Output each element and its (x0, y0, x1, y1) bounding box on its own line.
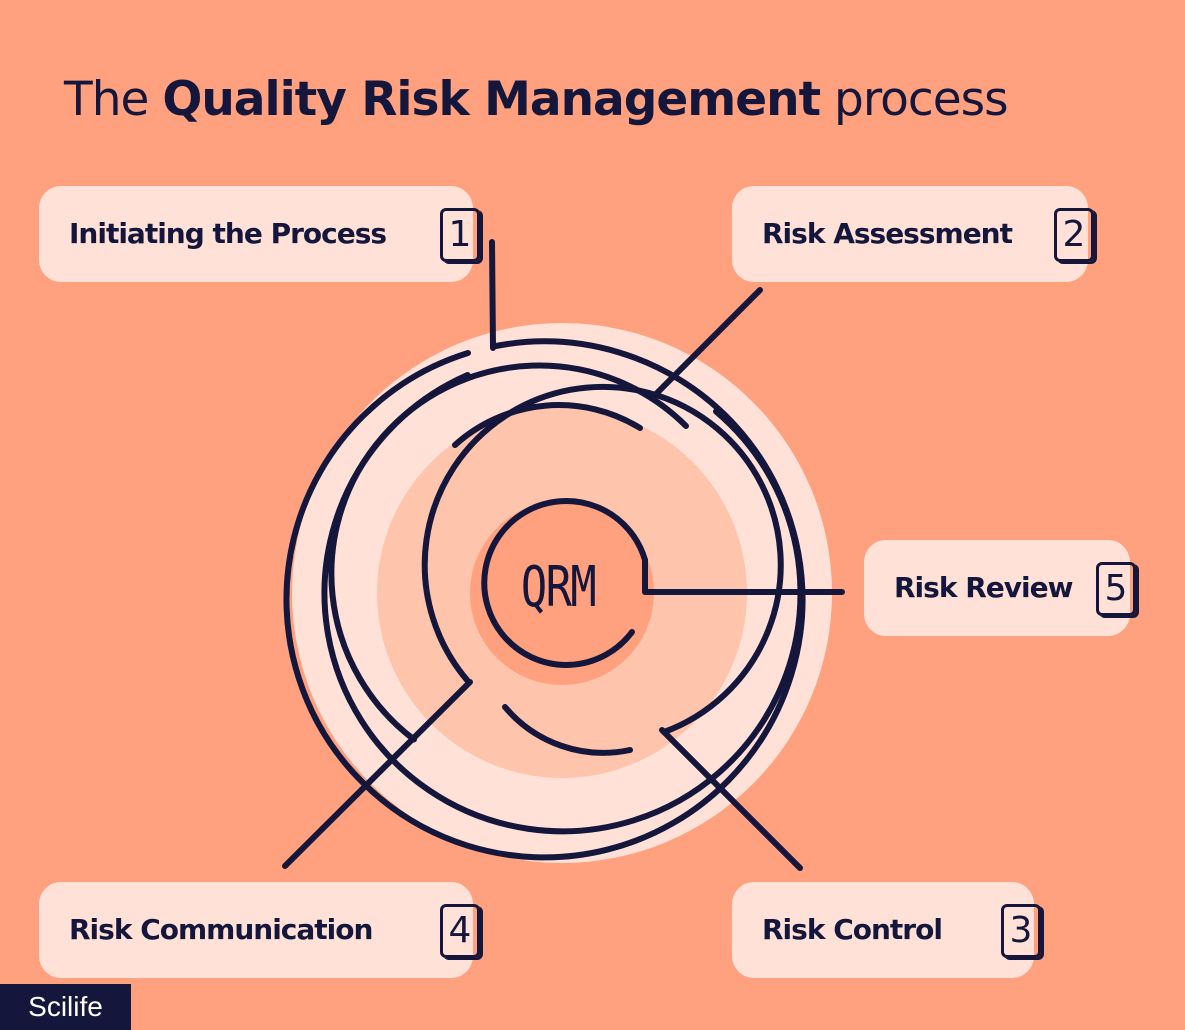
step-card-risk-assessment: Risk Assessment 2 (732, 186, 1094, 282)
step-card-risk-communication: Risk Communication 4 (39, 882, 480, 978)
step-card-risk-review: Risk Review 5 (864, 540, 1136, 636)
step-number-badge: 5 (1096, 562, 1136, 616)
page-title: The Quality Risk Management process (64, 72, 1009, 127)
qrm-center-label: QRM (520, 555, 597, 620)
step-number-badge: 3 (1001, 904, 1041, 958)
step-label: Risk Review (894, 571, 1073, 604)
core-disc (470, 501, 654, 685)
ring-7 (452, 402, 643, 448)
connector-1 (489, 239, 496, 351)
ring-4 (421, 383, 784, 735)
connector-5 (642, 557, 845, 595)
ring-2 (283, 338, 806, 861)
step-label: Initiating the Process (69, 217, 387, 250)
step-label: Risk Control (762, 913, 943, 946)
step-label: Risk Communication (69, 913, 373, 946)
step-number-badge: 2 (1054, 208, 1094, 262)
title-suffix: process (834, 72, 1009, 127)
ring-6 (481, 497, 648, 668)
brand-logo: Scilife (0, 984, 131, 1030)
ring-5 (502, 704, 633, 756)
step-card-risk-control: Risk Control 3 (732, 882, 1041, 978)
ring-3 (328, 362, 689, 743)
connector-2 (649, 287, 763, 401)
step-number-badge: 1 (440, 208, 480, 262)
step-card-initiating: Initiating the Process 1 (39, 186, 480, 282)
connector-3 (659, 727, 803, 871)
title-emphasis: Quality Risk Management (162, 72, 821, 127)
connector-4 (282, 679, 473, 869)
step-number-badge: 4 (440, 904, 480, 958)
title-prefix: The (64, 72, 149, 127)
step-label: Risk Assessment (762, 217, 1013, 250)
